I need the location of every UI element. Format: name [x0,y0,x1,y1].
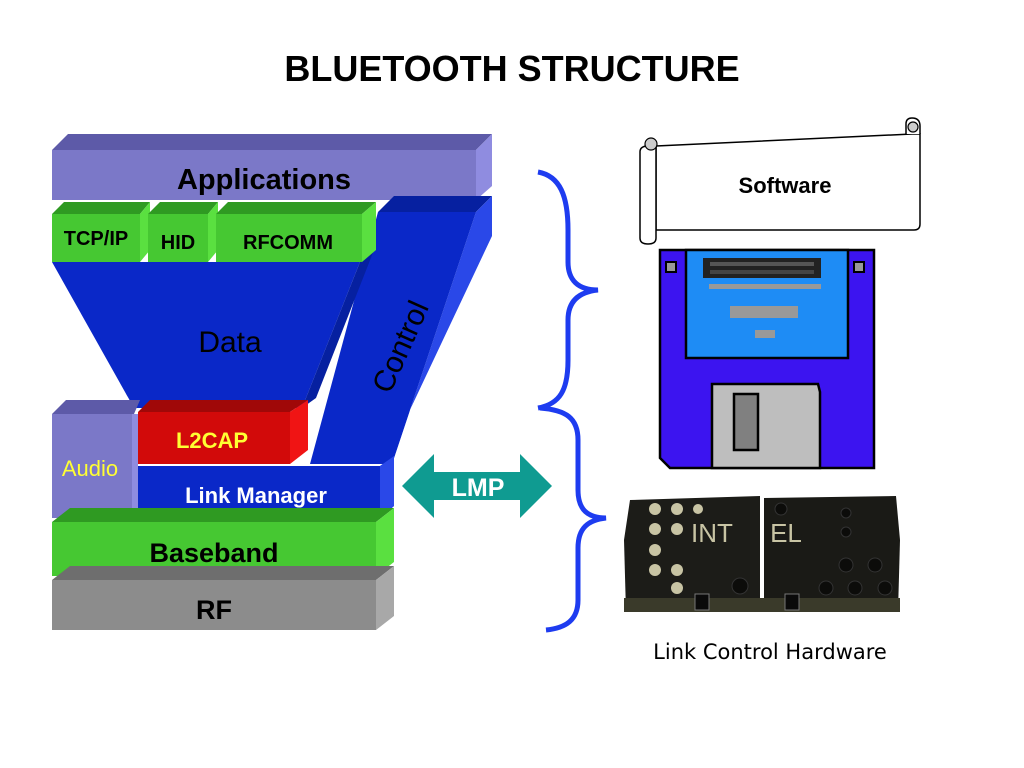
page-title: BLUETOOTH STRUCTURE [284,48,740,89]
control-channel: Control [310,196,492,464]
hardware-caption: Link Control Hardware [653,640,887,664]
link-manager-label: Link Manager [185,483,327,508]
chip-brand-left: INT [691,518,733,548]
software-label: Software [739,173,832,198]
rf-label: RF [196,595,232,625]
rfcomm-label: RFCOMM [243,232,333,254]
tcpip-label: TCP/IP [64,228,128,250]
audio-label: Audio [62,456,118,481]
applications-layer: Applications [52,134,492,200]
software-scroll: Software [639,117,921,245]
baseband-label: Baseband [149,538,278,568]
rfcomm-layer: RFCOMM [216,202,376,262]
l2cap-label: L2CAP [176,428,248,453]
tcpip-layer: TCP/IP [52,202,150,262]
baseband-layer: Baseband [52,508,394,576]
applications-label: Applications [177,164,351,196]
lmp-arrow: LMP [402,454,552,518]
chip-brand-right: EL [770,518,802,548]
floppy-disk-icon [658,248,876,470]
l2cap-layer: L2CAP [138,400,308,464]
hardware-brace-icon [539,405,607,633]
rf-layer: RF [52,566,394,630]
hid-label: HID [161,232,195,254]
data-funnel: Data [52,250,374,408]
audio-layer: Audio [52,400,140,518]
data-label: Data [198,326,262,359]
hid-layer: HID [148,202,218,262]
software-brace-icon [537,169,599,411]
link-manager-layer: Link Manager [138,456,394,518]
lmp-label: LMP [452,474,505,502]
double-arrow-icon [402,454,552,518]
hardware-chip-image: INT EL [624,496,900,612]
